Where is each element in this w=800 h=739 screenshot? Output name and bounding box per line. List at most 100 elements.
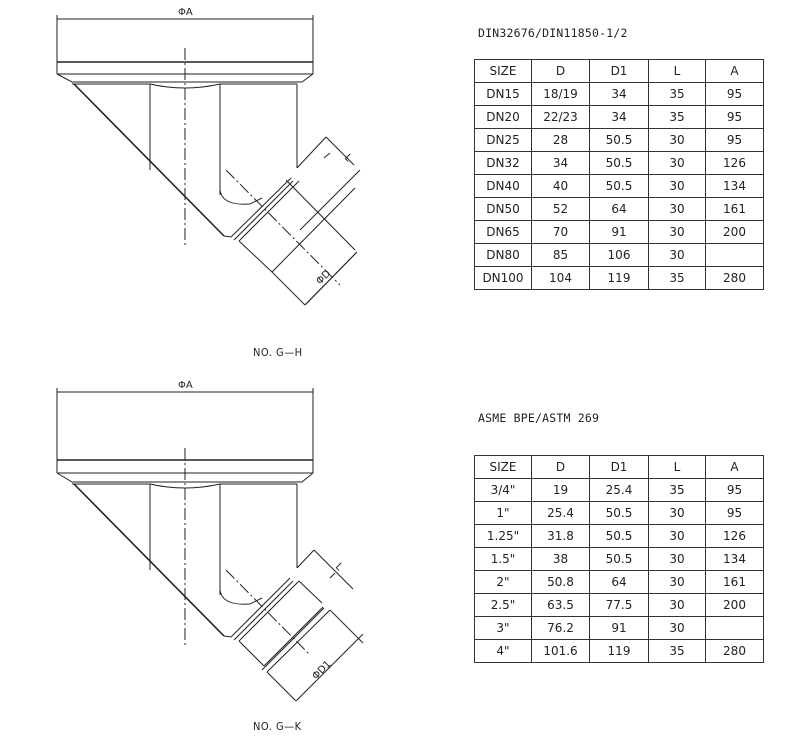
tank-outlet-drawing-g-k: ΦA L ΦD1 bbox=[56, 380, 364, 702]
cell-d: 31.8 bbox=[531, 524, 590, 548]
cell-a: 126 bbox=[705, 151, 764, 175]
cell-a: 200 bbox=[705, 220, 764, 244]
cell-a: 95 bbox=[705, 105, 764, 129]
header-size: SIZE bbox=[474, 455, 532, 479]
cell-l: 30 bbox=[648, 547, 706, 571]
cell-d: 76.2 bbox=[531, 616, 590, 640]
cell-d: 25.4 bbox=[531, 501, 590, 525]
dim-label-phi-d1: ΦD1 bbox=[310, 659, 333, 682]
cell-a: 280 bbox=[705, 266, 764, 290]
cell-l: 30 bbox=[648, 593, 706, 617]
cell-d: 52 bbox=[531, 197, 590, 221]
cell-d1: 50.5 bbox=[589, 151, 649, 175]
cell-a: 95 bbox=[705, 501, 764, 525]
cell-d1: 64 bbox=[589, 570, 649, 594]
cell-d: 18/19 bbox=[531, 82, 590, 106]
cell-a: 95 bbox=[705, 478, 764, 502]
drawing-caption-g-h: NO. G—H bbox=[253, 346, 303, 359]
drawing-g-k: ΦA L ΦD1 bbox=[0, 370, 420, 739]
cell-d: 70 bbox=[531, 220, 590, 244]
cell-d: 28 bbox=[531, 128, 590, 152]
cell-size: DN100 bbox=[474, 266, 532, 290]
header-d: D bbox=[531, 455, 590, 479]
header-d: D bbox=[531, 59, 590, 83]
cell-d1: 34 bbox=[589, 105, 649, 129]
cell-a: 134 bbox=[705, 174, 764, 198]
cell-size: DN32 bbox=[474, 151, 532, 175]
table-title-asme: ASME BPE/ASTM 269 bbox=[478, 411, 600, 425]
cell-a: 161 bbox=[705, 570, 764, 594]
dim-label-phi-a: ΦA bbox=[178, 7, 193, 18]
cell-d1: 119 bbox=[589, 266, 649, 290]
cell-d1: 91 bbox=[589, 220, 649, 244]
cell-d1: 25.4 bbox=[589, 478, 649, 502]
cell-d1: 50.5 bbox=[589, 547, 649, 571]
drawing-caption-g-k: NO. G—K bbox=[253, 720, 302, 733]
cell-l: 30 bbox=[648, 524, 706, 548]
cell-size: DN15 bbox=[474, 82, 532, 106]
dim-label-l: L bbox=[333, 561, 345, 573]
cell-d: 22/23 bbox=[531, 105, 590, 129]
cell-a: 126 bbox=[705, 524, 764, 548]
cell-size: DN50 bbox=[474, 197, 532, 221]
cell-d1: 50.5 bbox=[589, 524, 649, 548]
cell-d: 40 bbox=[531, 174, 590, 198]
cell-a: 280 bbox=[705, 639, 764, 663]
cell-a: 161 bbox=[705, 197, 764, 221]
cell-size: DN65 bbox=[474, 220, 532, 244]
cell-size: DN80 bbox=[474, 243, 532, 267]
cell-d1: 91 bbox=[589, 616, 649, 640]
cell-d: 85 bbox=[531, 243, 590, 267]
cell-size: 2.5" bbox=[474, 593, 532, 617]
dim-label-phi-d: ΦD bbox=[314, 268, 333, 287]
cell-size: 3" bbox=[474, 616, 532, 640]
cell-a: 95 bbox=[705, 82, 764, 106]
header-size: SIZE bbox=[474, 59, 532, 83]
dim-label-phi-a: ΦA bbox=[178, 380, 193, 391]
header-a: A bbox=[705, 59, 764, 83]
cell-size: DN25 bbox=[474, 128, 532, 152]
header-a: A bbox=[705, 455, 764, 479]
table-title-din: DIN32676/DIN11850-1/2 bbox=[478, 26, 628, 40]
cell-d1: 106 bbox=[589, 243, 649, 267]
cell-l: 30 bbox=[648, 128, 706, 152]
cell-l: 30 bbox=[648, 174, 706, 198]
cell-d1: 50.5 bbox=[589, 128, 649, 152]
cell-l: 35 bbox=[648, 105, 706, 129]
cell-l: 35 bbox=[648, 266, 706, 290]
tank-outlet-drawing-g-h: ΦA L ΦD bbox=[56, 7, 361, 306]
cell-a: 134 bbox=[705, 547, 764, 571]
cell-a bbox=[705, 616, 764, 640]
cell-d: 50.8 bbox=[531, 570, 590, 594]
table-header-row: SIZE D D1 L A bbox=[474, 59, 764, 83]
cell-size: 2" bbox=[474, 570, 532, 594]
cell-a: 200 bbox=[705, 593, 764, 617]
cell-size: 1.5" bbox=[474, 547, 532, 571]
cell-d: 19 bbox=[531, 478, 590, 502]
cell-l: 30 bbox=[648, 197, 706, 221]
cell-size: DN20 bbox=[474, 105, 532, 129]
drawing-g-h: ΦA L ΦD bbox=[0, 0, 420, 370]
cell-a: 95 bbox=[705, 128, 764, 152]
cell-d1: 64 bbox=[589, 197, 649, 221]
cell-a bbox=[705, 243, 764, 267]
cell-d1: 119 bbox=[589, 639, 649, 663]
cell-l: 35 bbox=[648, 478, 706, 502]
